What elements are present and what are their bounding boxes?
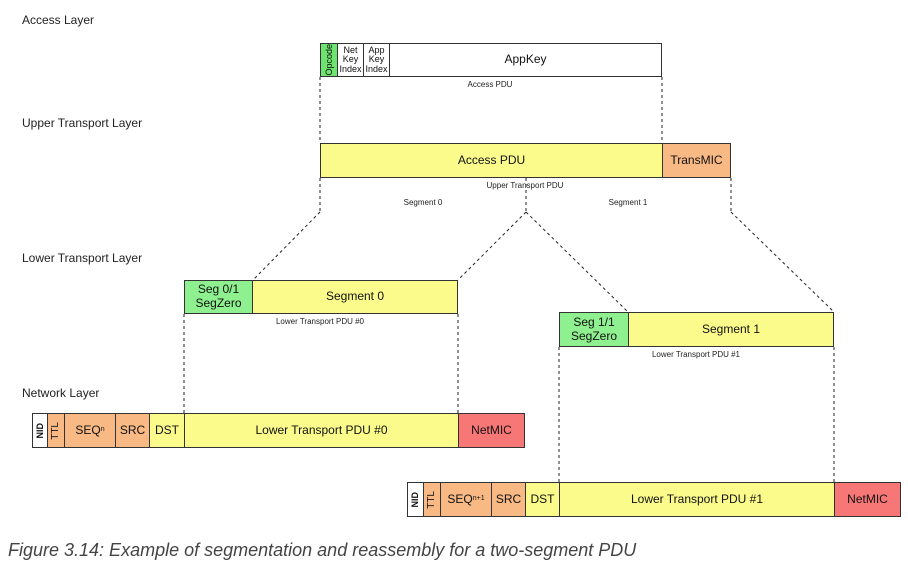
access-pdu-caption: Access PDU: [467, 80, 513, 89]
upper-transport-pdu-caption: Upper Transport PDU: [486, 181, 564, 190]
access-app-key-index-field: App Key Index: [363, 43, 390, 77]
lower1-seg-header-field: Seg 1/1 SegZero: [559, 312, 629, 347]
net0-netmic-field: NetMIC: [458, 413, 525, 448]
lower1-segment-field: Segment 1: [628, 312, 834, 347]
net1-ttl-field: TTL: [423, 482, 441, 517]
lower0-pdu-caption: Lower Transport PDU #0: [275, 317, 365, 326]
connector-upper-right-diag: [730, 211, 835, 313]
lower1-pdu-caption: Lower Transport PDU #1: [651, 350, 741, 359]
net1-nid-label: NID: [410, 491, 421, 508]
net0-dst-field: DST: [149, 413, 185, 448]
net0-seq-subscript: n: [100, 426, 105, 434]
upper-access-pdu-field: Access PDU: [320, 143, 663, 178]
connector-upper-mid-diag-left: [457, 211, 527, 281]
segment0-caption: Segment 0: [403, 198, 443, 207]
lower0-seg-header-field: Seg 0/1 SegZero: [184, 280, 253, 314]
connector-upper-mid-diag-right: [525, 211, 629, 313]
net1-ttl-label: TTL: [426, 490, 438, 509]
upper-access-pdu-label: Access PDU: [457, 152, 526, 167]
access-opcode-field: Opcode: [320, 43, 338, 77]
upper-transmic-field: TransMIC: [662, 143, 731, 178]
net1-seq-label: SEQ: [447, 491, 473, 506]
layer-label-upper-transport: Upper Transport Layer: [22, 116, 143, 130]
segment1-caption: Segment 1: [608, 198, 648, 207]
net1-seq-subscript: n+1: [472, 495, 485, 503]
figure-caption: Figure 3.14: Example of segmentation and…: [8, 540, 637, 560]
lower0-segment-field: Segment 0: [252, 280, 458, 314]
net0-src-field: SRC: [115, 413, 150, 448]
net0-ttl-field: TTL: [47, 413, 65, 448]
net1-payload-field: Lower Transport PDU #1: [559, 482, 835, 517]
net0-ttl-label: TTL: [50, 421, 62, 440]
net1-src-field: SRC: [491, 482, 526, 517]
layer-label-access: Access Layer: [22, 13, 95, 27]
net0-seq-label: SEQ: [75, 422, 101, 437]
connector-upper-left-diag: [252, 211, 321, 281]
net0-nid-label: NID: [34, 422, 45, 439]
net1-dst-field: DST: [525, 482, 560, 517]
access-opcode-label: Opcode: [323, 44, 334, 76]
net0-nid-field: NID: [32, 413, 48, 448]
layer-label-lower-transport: Lower Transport Layer: [22, 251, 143, 265]
layer-label-network: Network Layer: [22, 386, 100, 400]
net0-payload-field: Lower Transport PDU #0: [184, 413, 459, 448]
net1-netmic-field: NetMIC: [834, 482, 901, 517]
access-appkey-field: AppKey: [389, 43, 662, 77]
net1-nid-field: NID: [407, 482, 424, 517]
access-net-key-index-field: Net Key Index: [337, 43, 364, 77]
